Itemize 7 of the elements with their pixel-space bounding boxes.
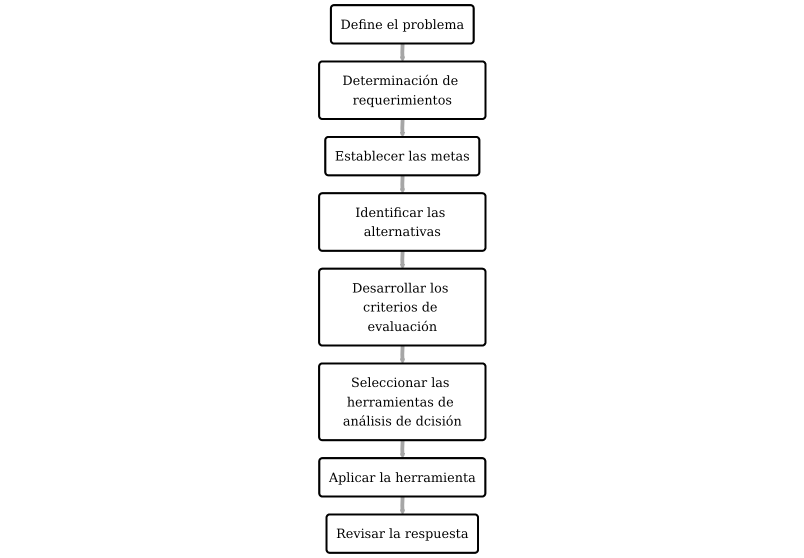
arrow [399,251,405,270]
arrow [399,346,405,364]
arrow [399,496,405,516]
arrow [399,176,405,194]
arrow [399,440,405,459]
arrow [399,119,405,138]
arrow [399,44,405,62]
